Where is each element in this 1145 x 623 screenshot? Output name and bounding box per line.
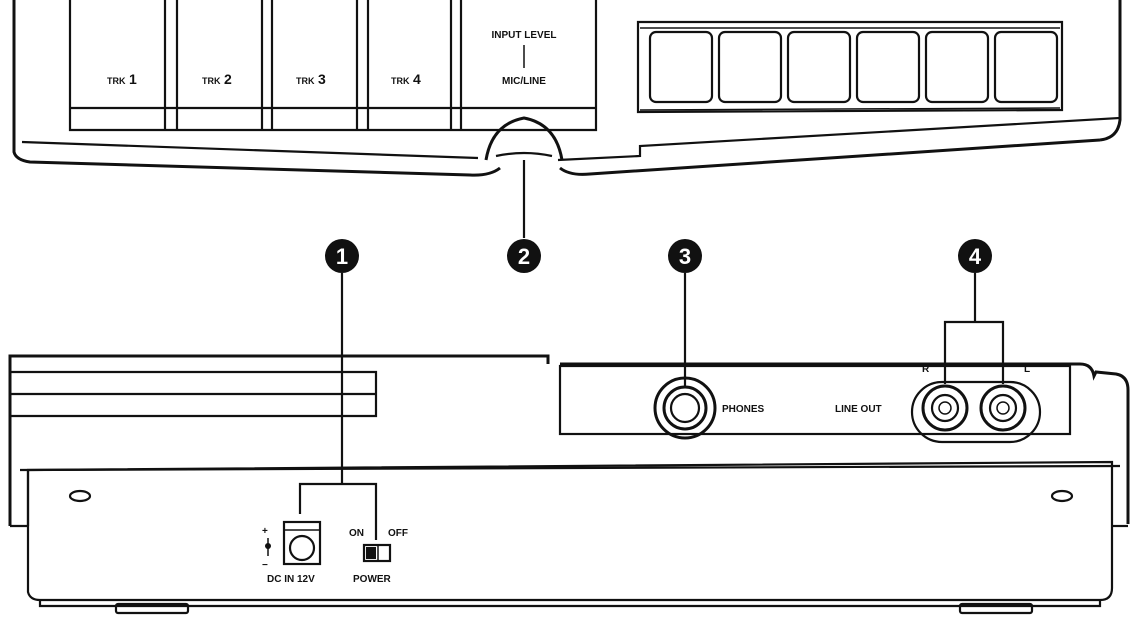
- dc-in-label: DC IN 12V: [267, 574, 315, 585]
- input-level-label: INPUT LEVEL: [491, 30, 556, 41]
- input-level-knob[interactable]: [484, 116, 564, 161]
- track-label-4: TRK 4: [391, 71, 421, 87]
- fader-panel: [68, 0, 598, 132]
- dc-in-jack[interactable]: [282, 520, 322, 566]
- line-out-r-jack[interactable]: [921, 384, 969, 432]
- callout-4: 4: [943, 239, 1005, 384]
- line-out-r-label: R: [922, 364, 930, 375]
- line-out-label: LINE OUT: [835, 404, 882, 415]
- track-1-prefix: TRK: [107, 76, 126, 86]
- pad-buttons: [648, 30, 1059, 104]
- track-label-1: TRK 1: [107, 71, 137, 87]
- power-switch[interactable]: [362, 543, 392, 563]
- phones-label: PHONES: [722, 404, 765, 415]
- power-label: POWER: [353, 574, 392, 585]
- screw-left: [68, 489, 92, 503]
- track-2-number: 2: [224, 71, 232, 87]
- pad-button-6[interactable]: [993, 30, 1059, 104]
- foot-left: [114, 602, 190, 615]
- pad-button-2[interactable]: [717, 30, 783, 104]
- switch-off-label: OFF: [388, 528, 408, 539]
- track-1-number: 1: [129, 71, 137, 87]
- track-3-prefix: TRK: [296, 76, 315, 86]
- line-out-surround: [910, 380, 1042, 444]
- polarity-minus: −: [262, 560, 268, 571]
- track-4-number: 4: [413, 71, 421, 87]
- foot-right: [958, 602, 1034, 615]
- mic-line-label: MIC/LINE: [502, 76, 546, 87]
- switch-on-label: ON: [349, 528, 364, 539]
- callout-3: 3: [668, 239, 702, 386]
- top-device-body: [12, 0, 1122, 177]
- callout-3-number: 3: [679, 244, 691, 269]
- rear-device-body: [8, 354, 1130, 608]
- track-2-prefix: TRK: [202, 76, 221, 86]
- track-label-2: TRK 2: [202, 71, 232, 87]
- track-3-number: 3: [318, 71, 326, 87]
- line-out-l-label: L: [1024, 364, 1030, 375]
- dc-polarity-icon: + −: [262, 526, 271, 571]
- line-out-l-jack[interactable]: [979, 384, 1027, 432]
- phones-jack[interactable]: [653, 376, 717, 440]
- pad-block: [636, 20, 1064, 114]
- screw-right: [1050, 489, 1074, 503]
- callout-4-number: 4: [969, 244, 982, 269]
- track-label-3: TRK 3: [296, 71, 326, 87]
- polarity-plus: +: [262, 526, 268, 537]
- callout-1: 1: [298, 239, 378, 540]
- callout-1-number: 1: [336, 244, 348, 269]
- track-4-prefix: TRK: [391, 76, 410, 86]
- callout-2: 2: [507, 160, 541, 273]
- callout-2-number: 2: [518, 244, 530, 269]
- pad-button-4[interactable]: [855, 30, 921, 104]
- pad-button-5[interactable]: [924, 30, 990, 104]
- pad-button-3[interactable]: [786, 30, 852, 104]
- pad-button-1[interactable]: [648, 30, 714, 104]
